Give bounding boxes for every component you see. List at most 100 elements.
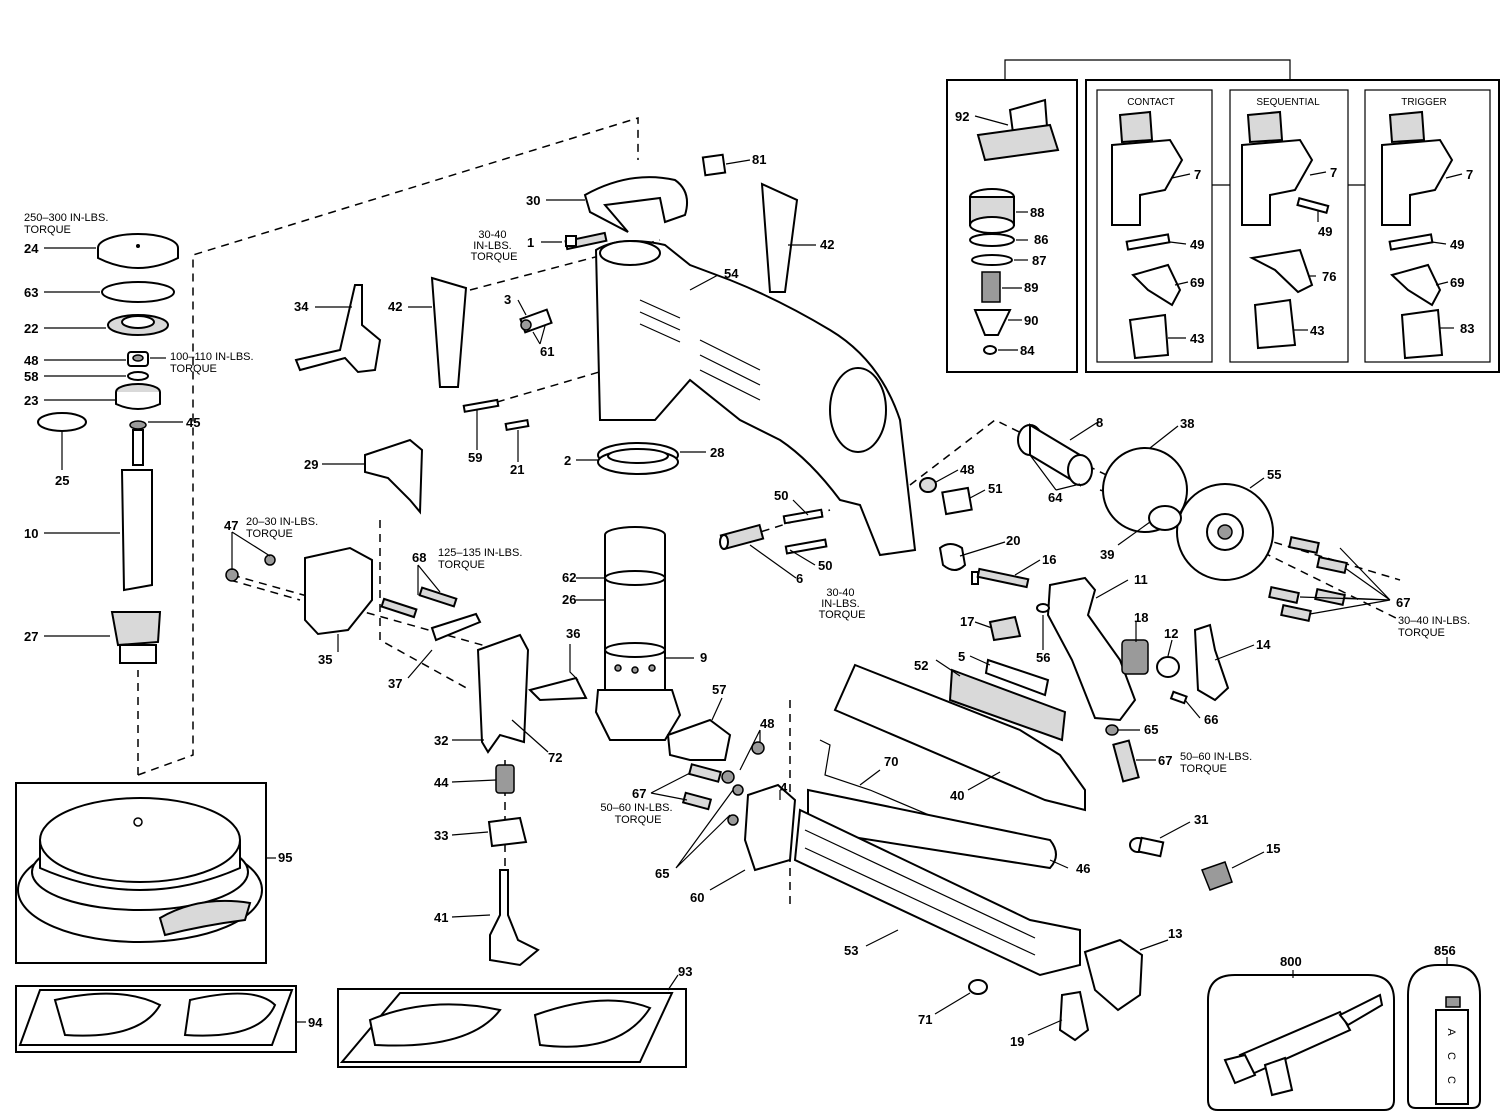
contact-kit	[1111, 110, 1184, 360]
part-34-bracket	[294, 284, 382, 374]
part-16-pin	[971, 567, 1030, 589]
part-20-grommet	[938, 543, 967, 571]
part-68-screws	[380, 586, 458, 619]
callout-46: 46	[1076, 861, 1090, 876]
callout-30: 30	[526, 193, 540, 208]
part-800-oiler	[1223, 993, 1384, 1097]
callout-5: 5	[958, 649, 965, 664]
part-90-stem	[973, 309, 1012, 336]
callout-52: 52	[914, 658, 928, 673]
callout-59: 59	[468, 450, 482, 465]
callout-42-left: 42	[388, 299, 402, 314]
part-42-shim-left	[430, 276, 468, 388]
callout-70: 70	[884, 754, 898, 769]
callout-69-trigger: 69	[1450, 275, 1464, 290]
callout-55: 55	[1267, 467, 1281, 482]
callout-24: 24	[24, 241, 39, 256]
callout-54: 54	[724, 266, 739, 281]
part-51-label	[941, 486, 973, 516]
callout-67-lower: 67	[1158, 753, 1172, 768]
contact-trip-assembly	[225, 546, 588, 967]
label-strip-letters: A C C	[1445, 1028, 1457, 1084]
callout-12: 12	[1164, 626, 1178, 641]
trigger-assembly	[719, 423, 1348, 783]
callout-15: 15	[1266, 841, 1280, 856]
callout-7-trigger: 7	[1466, 167, 1473, 182]
callout-41: 41	[434, 910, 448, 925]
callout-68: 68	[412, 550, 426, 565]
callout-48-mid: 48	[760, 716, 774, 731]
part-21-pin	[504, 418, 530, 432]
housing-parts	[294, 153, 917, 557]
part-88-valve	[969, 188, 1015, 234]
sequential-kit	[1241, 110, 1330, 350]
leader-lines	[44, 115, 1463, 1036]
callout-51: 51	[988, 481, 1002, 496]
part-14-trigger	[1193, 623, 1230, 702]
callout-86: 86	[1034, 232, 1048, 247]
part-32-contact-arm	[476, 633, 530, 754]
part-67-screws-center	[681, 763, 723, 811]
callout-48-right: 48	[960, 462, 974, 477]
part-17-block	[988, 615, 1022, 642]
part-31-pin	[1129, 836, 1165, 858]
callout-49-contact: 49	[1190, 237, 1204, 252]
part-93-pad	[339, 992, 674, 1063]
callout-42-right: 42	[820, 237, 834, 252]
callout-32: 32	[434, 733, 448, 748]
callout-19: 19	[1010, 1034, 1024, 1049]
callout-58: 58	[24, 369, 38, 384]
part-856-label-strip	[1435, 1009, 1469, 1105]
callout-50-bottom: 50	[818, 558, 832, 573]
callout-labels: 24 63 22 48 58 23 45 25 10 27 81 30 1 42…	[24, 109, 1474, 1049]
part-65-spring-right	[1105, 724, 1119, 736]
callout-27: 27	[24, 629, 38, 644]
callout-26: 26	[562, 592, 576, 607]
part-66-pin	[1169, 690, 1188, 705]
part-87-oring	[971, 254, 1013, 266]
part-54-housing	[594, 240, 917, 557]
part-18-spring	[1121, 639, 1149, 675]
callout-31: 31	[1194, 812, 1208, 827]
callout-39: 39	[1100, 547, 1114, 562]
callout-43-sequential: 43	[1310, 323, 1324, 338]
label-strip-letter-1: A	[1445, 1028, 1457, 1036]
callout-29: 29	[304, 457, 318, 472]
part-46-spring-guide	[807, 788, 1057, 870]
part-12-cap	[1156, 656, 1180, 678]
part-25-bumper	[37, 412, 87, 432]
part-59-pin	[462, 398, 500, 413]
header-trigger: TRIGGER	[1401, 97, 1447, 108]
part-13-latch	[1083, 938, 1144, 1012]
callout-6: 6	[796, 571, 803, 586]
part-33-block	[487, 816, 528, 848]
callout-56: 56	[1036, 650, 1050, 665]
callout-8: 8	[1096, 415, 1103, 430]
part-15-spring	[1201, 861, 1233, 891]
torque-note-68: 125–135 IN-LBS. TORQUE	[438, 547, 525, 571]
part-19-lever	[1058, 990, 1090, 1042]
callout-34: 34	[294, 299, 309, 314]
callout-800: 800	[1280, 954, 1302, 969]
torque-note-47: 20–30 IN-LBS. TORQUE	[246, 516, 321, 540]
torque-note-48: 100–110 IN-LBS. TORQUE	[170, 351, 257, 375]
torque-note-67-lower: 50–60 IN-LBS. TORQUE	[1180, 751, 1255, 775]
callout-23: 23	[24, 393, 38, 408]
header-sequential: SEQUENTIAL	[1256, 97, 1320, 108]
callout-2: 2	[564, 453, 571, 468]
part-81-label	[701, 153, 727, 177]
part-92-valve-body	[976, 98, 1060, 162]
callout-95: 95	[278, 850, 292, 865]
part-37-plate	[430, 612, 482, 642]
torque-note-50: 30-40 IN-LBS. TORQUE	[819, 587, 866, 621]
callout-43-contact: 43	[1190, 331, 1204, 346]
callout-60: 60	[690, 890, 704, 905]
part-23-piston	[115, 383, 161, 410]
callout-856: 856	[1434, 943, 1456, 958]
callout-7-contact: 7	[1194, 167, 1201, 182]
callout-38: 38	[1180, 416, 1194, 431]
callout-20: 20	[1006, 533, 1020, 548]
callout-84: 84	[1020, 343, 1035, 358]
callout-47: 47	[224, 518, 238, 533]
